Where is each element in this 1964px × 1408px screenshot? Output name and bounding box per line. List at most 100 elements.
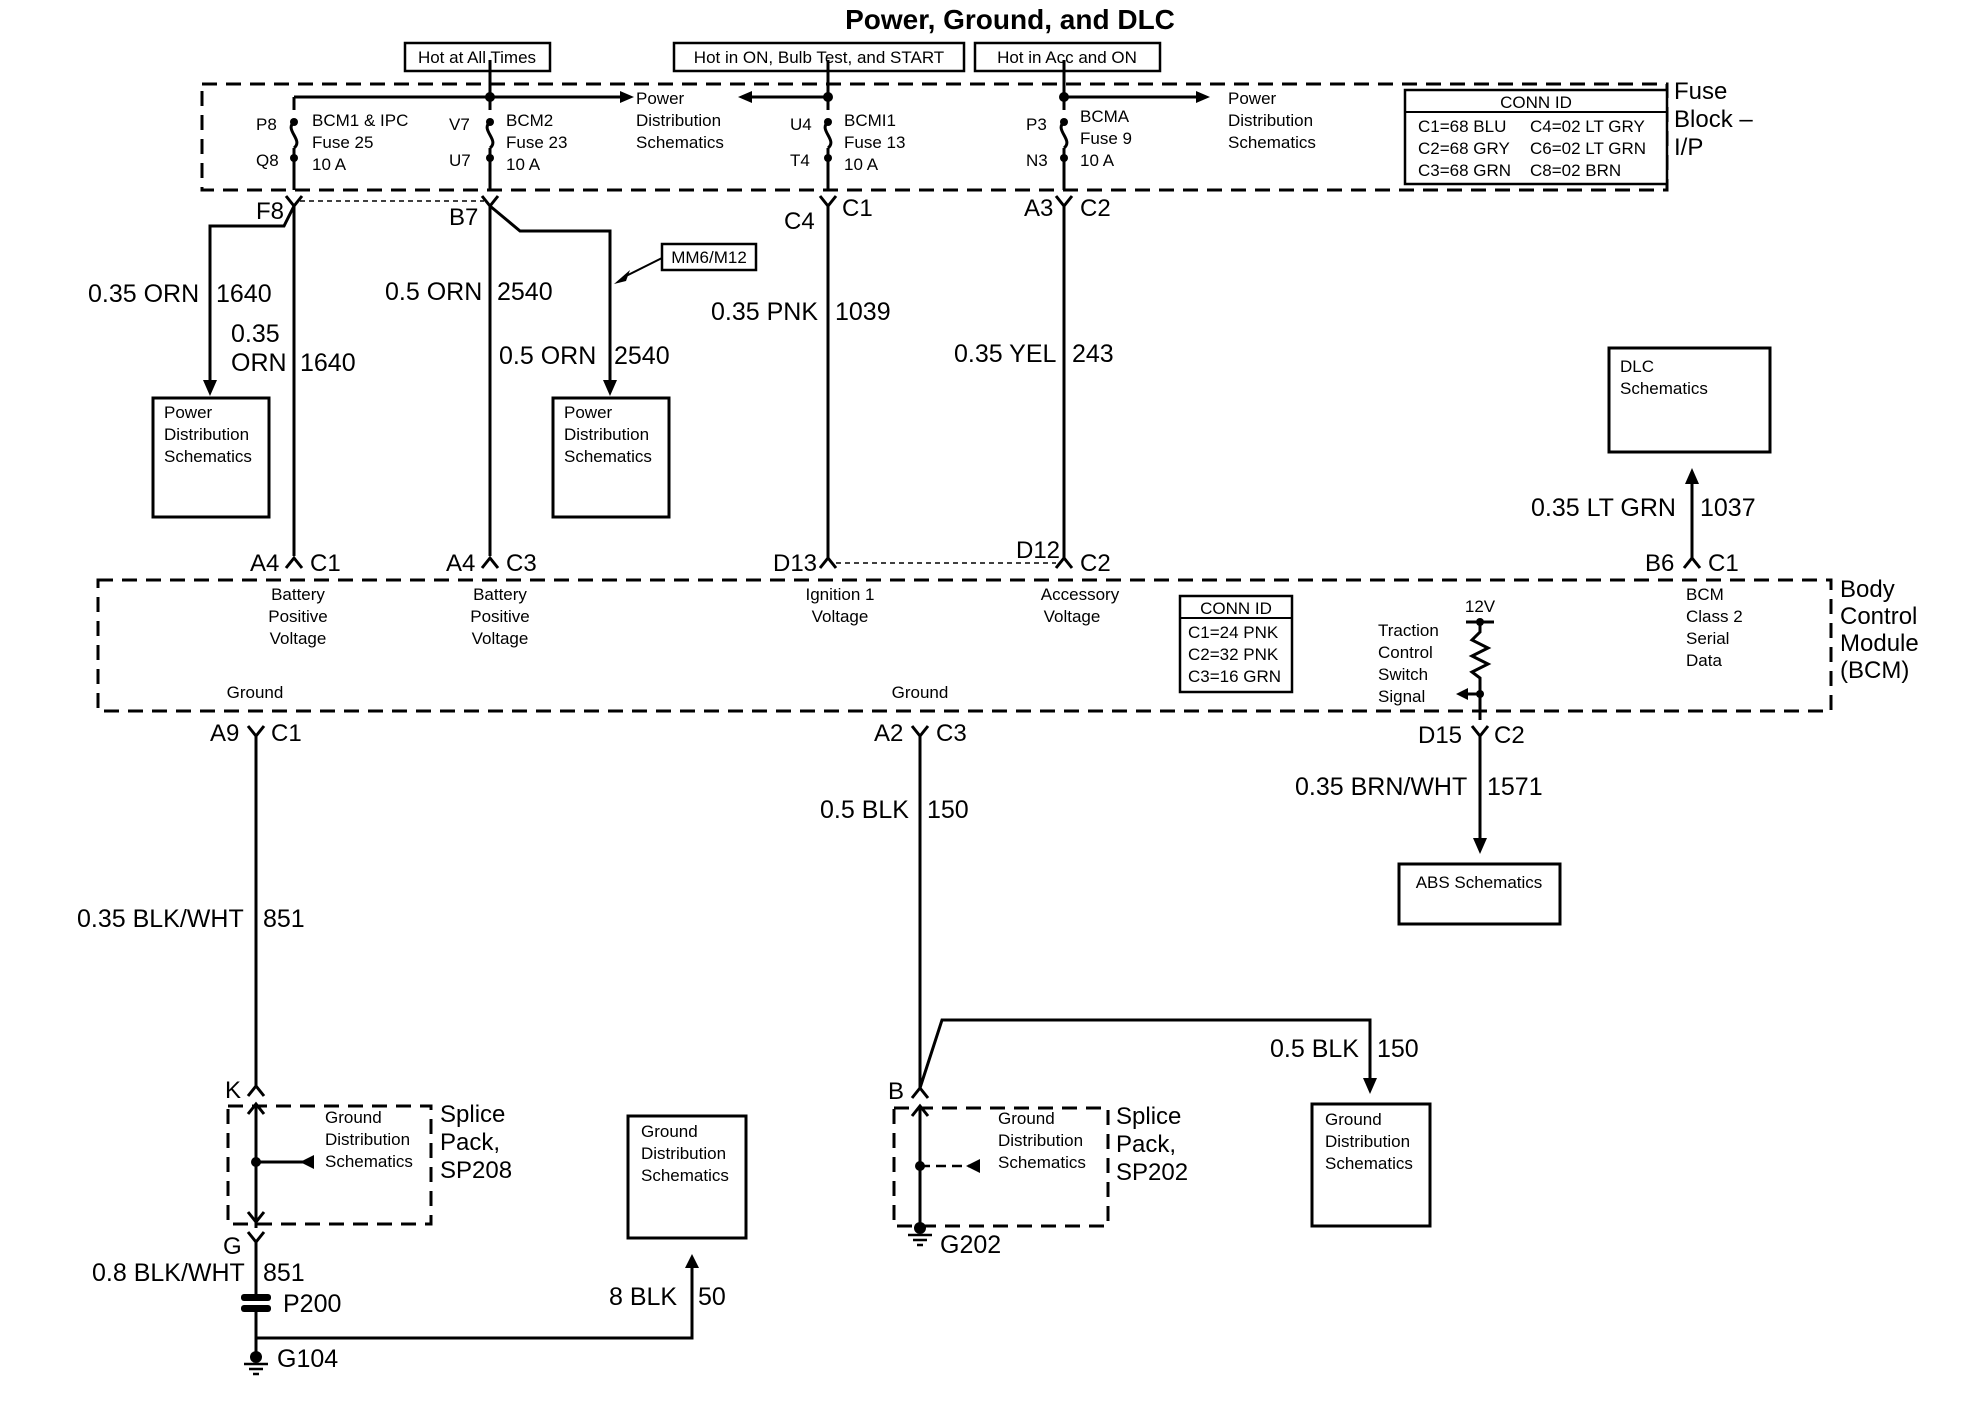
header-hot-acc-on-box <box>973 41 1162 73</box>
g104-label: G104 <box>277 1345 338 1373</box>
gd-box-right-3: Schematics <box>1325 1154 1413 1173</box>
header-hot-all-times: Hot at All Times <box>418 48 536 67</box>
sp202-label-2: Pack, <box>1116 1131 1176 1158</box>
pd-box-left <box>151 396 271 519</box>
wire-2540-left-circuit: 2540 <box>497 278 553 306</box>
pin-f8: F8 <box>256 198 284 225</box>
wire-1640-right-gauge-2: ORN <box>231 349 287 377</box>
bcm-pin-c1-2: C1 <box>1708 550 1739 577</box>
sp208-pin-k: K <box>225 1077 241 1104</box>
wire-1037-gauge: 0.35 LT GRN <box>1531 494 1676 522</box>
sp208-inner-1: Ground <box>325 1108 382 1127</box>
pin-b7: B7 <box>449 204 478 231</box>
bcm-ign-1: Ignition 1 <box>806 585 875 604</box>
fuse25-amps: 10 A <box>312 155 347 174</box>
p200-label: P200 <box>283 1290 341 1318</box>
bcm-batt1-1: Battery <box>271 585 325 604</box>
fuse23-amps: 10 A <box>506 155 541 174</box>
pd-box-mid <box>551 396 671 519</box>
bcm-label-2: Control <box>1840 603 1917 630</box>
fuse-conn-id-row-3: C3=68 GRN <box>1418 161 1511 180</box>
bcm-class2-2: Class 2 <box>1686 607 1743 626</box>
fuse23-number: Fuse 23 <box>506 133 567 152</box>
bus-arrow-right-1 <box>620 91 634 103</box>
fuse9-out-pin: N3 <box>1026 151 1048 170</box>
wire-50-arrow <box>685 1254 699 1268</box>
wire-150b <box>918 1018 1372 1089</box>
fuse-conn-id-row-5: C6=02 LT GRN <box>1530 139 1646 158</box>
fuse13-in-pin: U4 <box>790 115 812 134</box>
bcm-pin-a4-1: A4 <box>250 550 279 577</box>
bus-node-3 <box>1059 92 1069 102</box>
bcm-connector-d13 <box>818 555 838 569</box>
fuse9-name: BCMA <box>1080 107 1130 126</box>
bcm-batt2-1: Battery <box>473 585 527 604</box>
bcm-batt1-3: Voltage <box>270 629 327 648</box>
bcm-pullup-resistor <box>1468 622 1492 720</box>
dlc-box-2: Schematics <box>1620 379 1708 398</box>
gd-box-right <box>1310 1102 1432 1228</box>
wire-50-circuit: 50 <box>698 1283 726 1311</box>
sp208-tap-arrow <box>300 1155 314 1169</box>
sp202-label-1: Splice <box>1116 1103 1181 1130</box>
fuse-conn-id-row-6: C8=02 BRN <box>1530 161 1621 180</box>
pd-box-mid-2: Distribution <box>564 425 649 444</box>
bcm-ground-mid: Ground <box>892 683 949 702</box>
g202-node <box>914 1222 926 1234</box>
mm-callout-leader <box>625 257 663 277</box>
sp202-pin-b-connector <box>910 1085 930 1099</box>
bus-arrow-right-2 <box>1196 91 1210 103</box>
mm-callout-box <box>660 242 758 272</box>
bcm-connector-a4-c1 <box>284 555 304 569</box>
pd-box-left-2: Distribution <box>164 425 249 444</box>
sp208-pin-g: G <box>223 1233 242 1260</box>
bcm-pin-c3-1: C3 <box>506 550 537 577</box>
bcm-pin-b6: B6 <box>1645 550 1674 577</box>
bcm-outline <box>96 578 1833 713</box>
wire-2540-arrow <box>603 380 617 396</box>
sp208-label-1: Splice <box>440 1101 505 1128</box>
page-title: Power, Ground, and DLC <box>845 4 1175 35</box>
fuse13-amps: 10 A <box>844 155 879 174</box>
fuse-symbol-9 <box>1059 118 1069 190</box>
sp208-label-3: SP208 <box>440 1157 512 1184</box>
wire-2540-left-gauge: 0.5 ORN <box>385 278 482 306</box>
fuse-symbol-23 <box>485 118 495 190</box>
bcm-ground-left: Ground <box>227 683 284 702</box>
wire-150b-circuit: 150 <box>1377 1035 1419 1063</box>
bcm-traction-2: Control <box>1378 643 1433 662</box>
fuse-conn-id-row-2: C2=68 GRY <box>1418 139 1510 158</box>
fuse9-in-pin: P3 <box>1026 115 1047 134</box>
pin-c4: C4 <box>784 208 815 235</box>
sp208-label-2: Pack, <box>440 1129 500 1156</box>
sp202-tap-arrow <box>966 1159 980 1173</box>
gd-box-mid-2: Distribution <box>641 1144 726 1163</box>
wire-1571-arrow <box>1473 838 1487 854</box>
pin-c2-fuse: C2 <box>1080 195 1111 222</box>
bcm-class2-3: Serial <box>1686 629 1729 648</box>
bcm-conn-id-row-1: C1=24 PNK <box>1188 623 1279 642</box>
wire-1640-left-gauge: 0.35 ORN <box>88 280 199 308</box>
pd-box-mid-1: Power <box>564 403 613 422</box>
sp208-top-tick <box>246 1101 266 1115</box>
wire-1640-branch <box>208 205 296 380</box>
fuse-block-label-2: Block – <box>1674 106 1753 133</box>
fuse-pd-left-2: Distribution <box>636 111 721 130</box>
fuse23-in-pin: V7 <box>449 115 470 134</box>
bcm-pin-c3-b: C3 <box>936 720 967 747</box>
wire-2540-right-circuit: 2540 <box>614 342 670 370</box>
wire-50 <box>256 1268 694 1340</box>
abs-box-label: ABS Schematics <box>1416 873 1543 892</box>
fuse-symbol-13 <box>823 118 833 190</box>
sp208-inner-3: Schematics <box>325 1152 413 1171</box>
wire-1571-gauge: 0.35 BRN/WHT <box>1295 773 1467 801</box>
bcm-acc-2: Voltage <box>1044 607 1101 626</box>
gd-box-right-1: Ground <box>1325 1110 1382 1129</box>
bcm-connector-a4-c3 <box>480 555 500 569</box>
bcm-batt2-2: Positive <box>470 607 530 626</box>
pd-box-left-1: Power <box>164 403 213 422</box>
fuse13-out-pin: T4 <box>790 151 810 170</box>
header-hot-on-bulb-start: Hot in ON, Bulb Test, and START <box>694 48 944 67</box>
gd-box-mid-3: Schematics <box>641 1166 729 1185</box>
